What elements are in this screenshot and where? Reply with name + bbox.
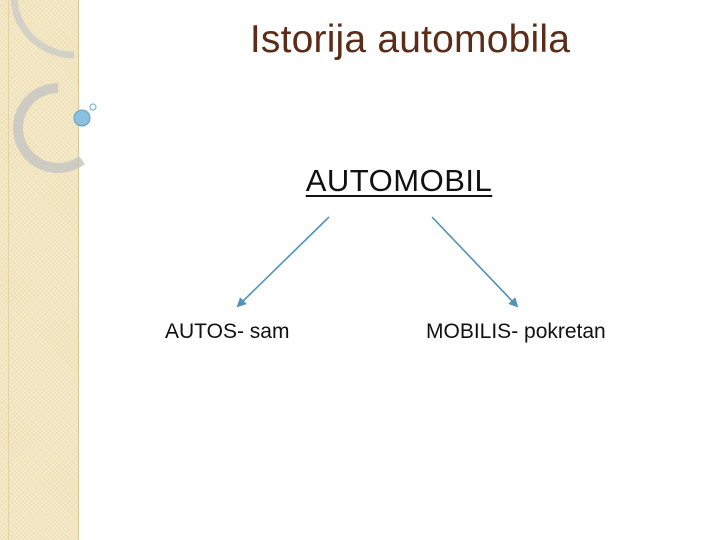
arrow-right — [431, 216, 519, 308]
sidebar-divider — [8, 0, 9, 540]
decorative-rings-icon — [10, 0, 97, 173]
arrow-left — [236, 216, 330, 308]
main-word: AUTOMOBIL — [305, 163, 493, 198]
branch-label-autos: AUTOS- sam — [165, 320, 290, 343]
branch-label-mobilis: MOBILIS- pokretan — [426, 320, 606, 343]
slide-title: Istorija automobila — [249, 18, 571, 61]
